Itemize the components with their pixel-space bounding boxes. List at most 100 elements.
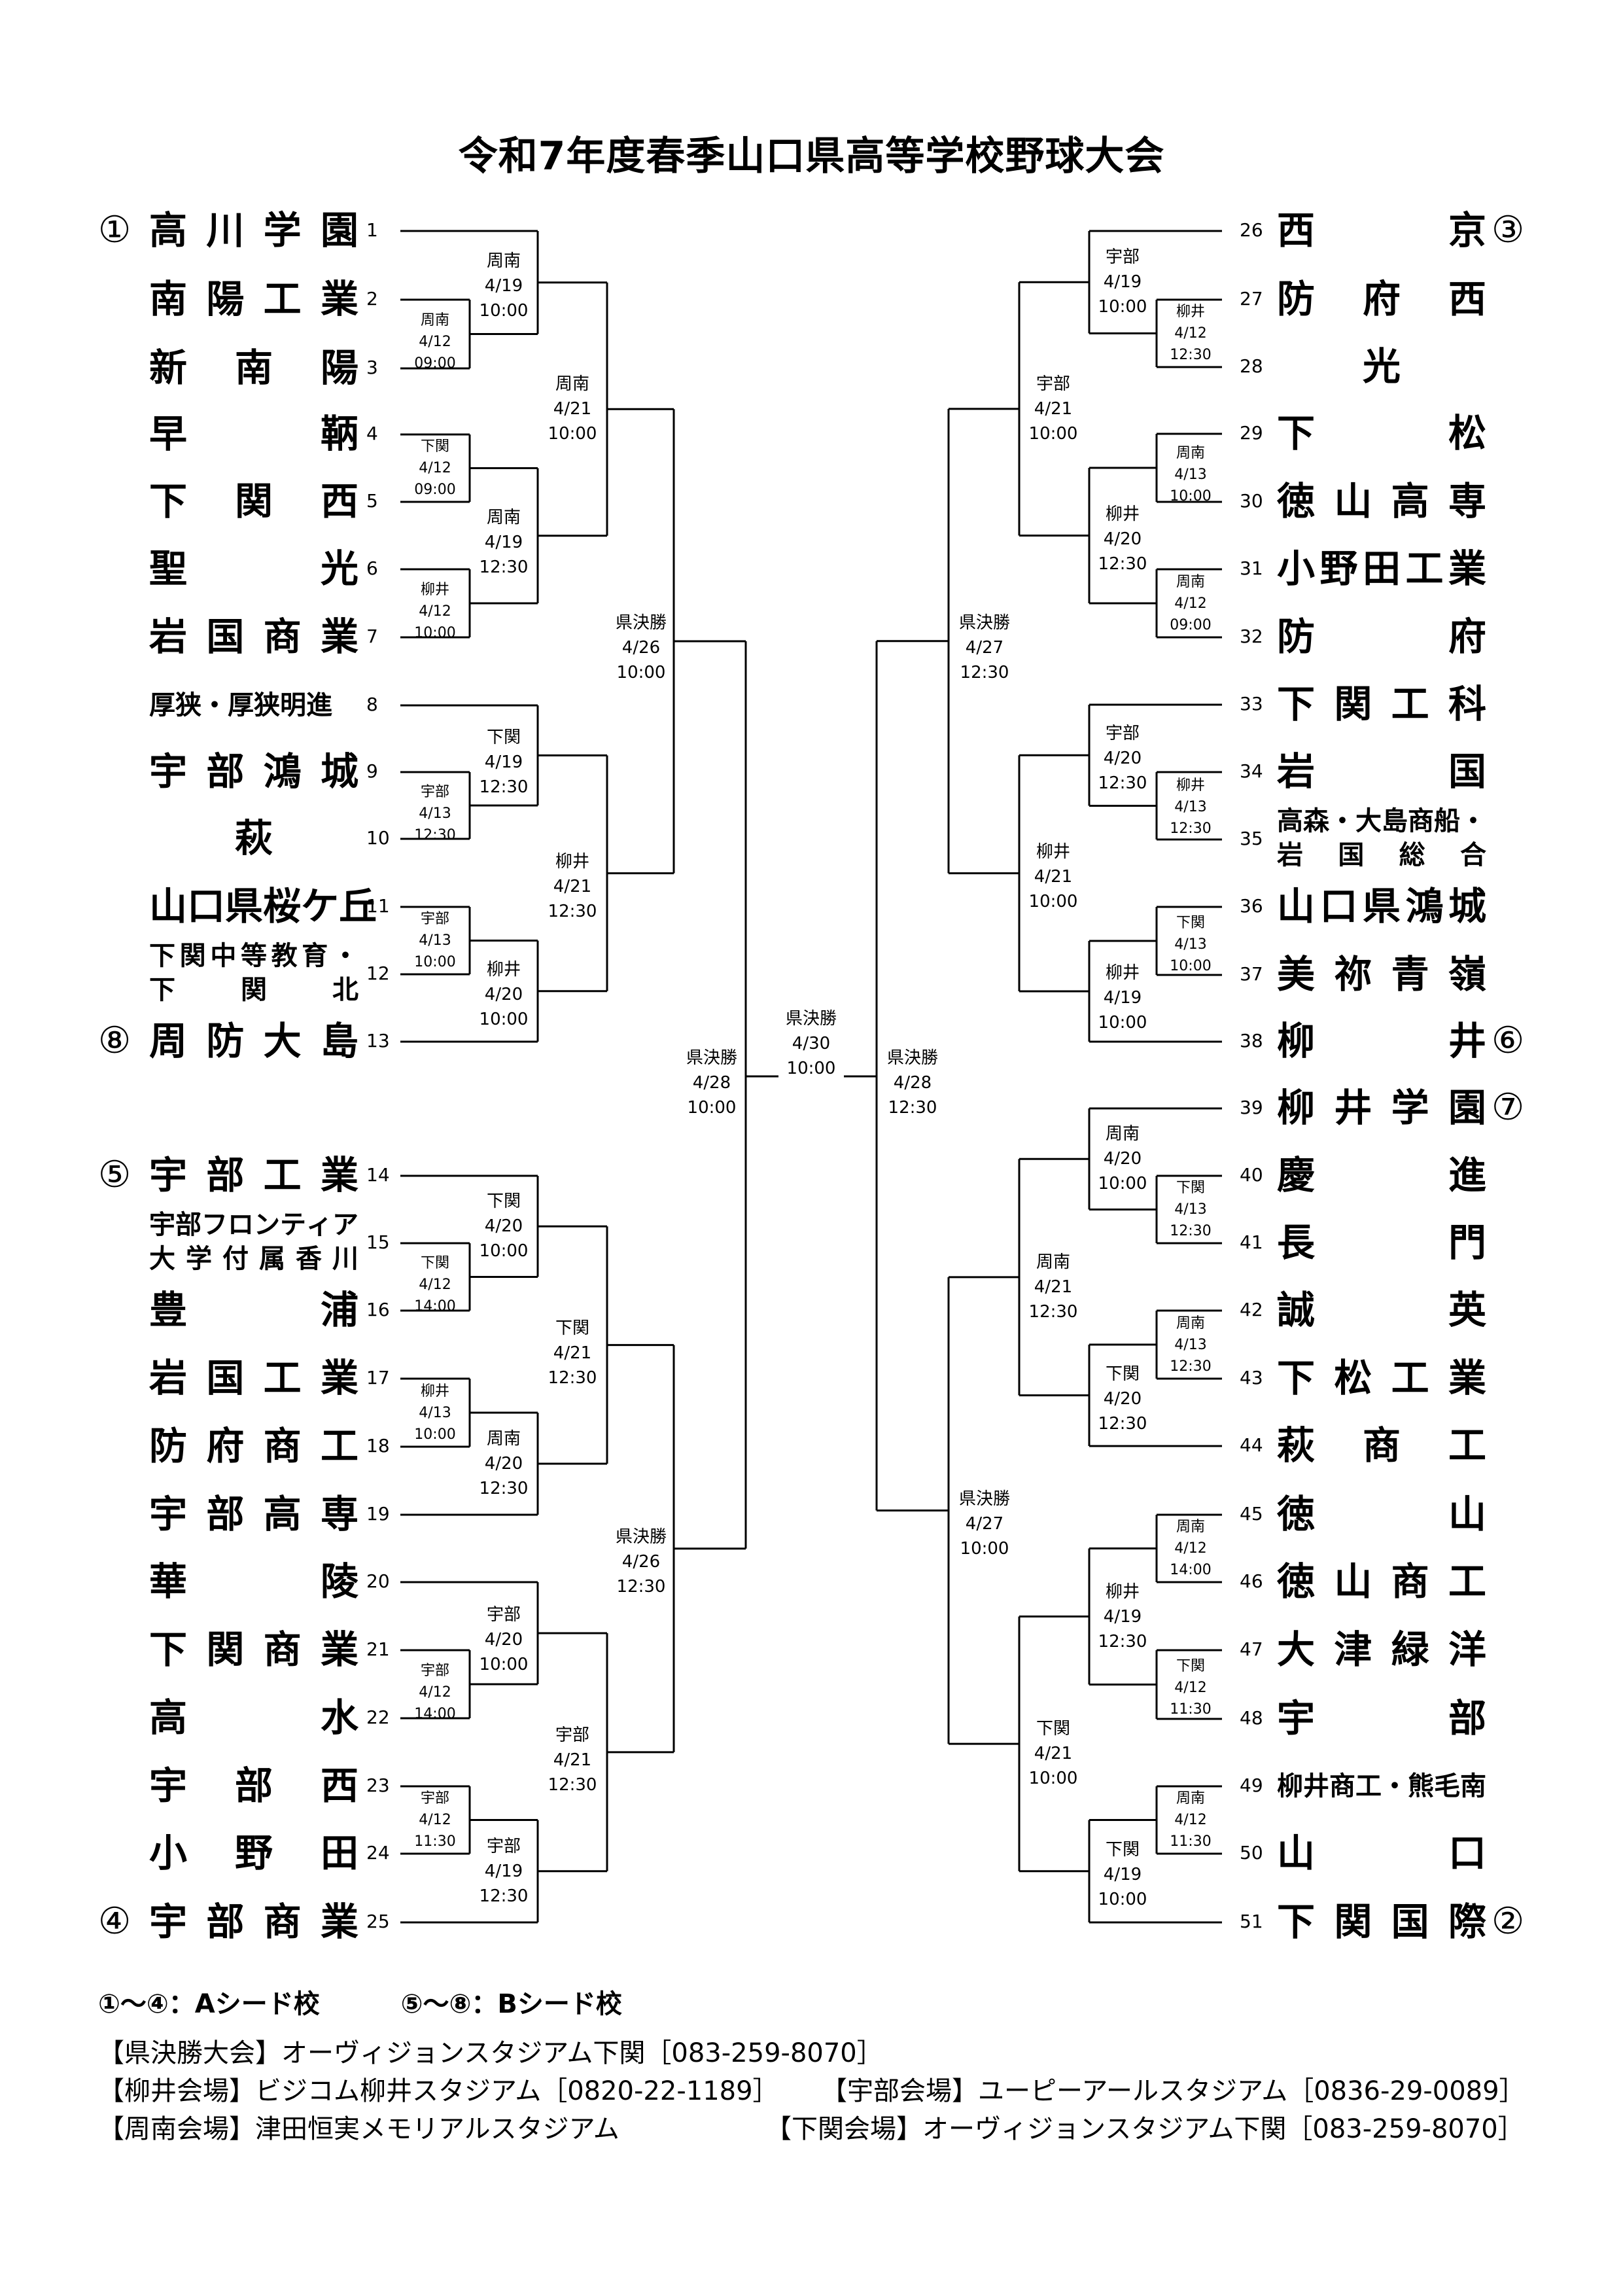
match-date: 4/20: [1103, 749, 1142, 769]
right-team-number: 40: [1240, 1164, 1263, 1186]
match-venue: 柳井: [486, 959, 521, 980]
match-date: 4/20: [1103, 1388, 1142, 1409]
match-date: 4/21: [553, 876, 592, 896]
match-time: 12:30: [888, 1098, 937, 1118]
seed-legend: ①～④：Aシード校 ⑤～⑧：Bシード校: [98, 1983, 694, 2021]
match-venue: 周南: [486, 251, 521, 271]
right-team-number: 36: [1240, 895, 1263, 917]
match-time: 12:30: [479, 777, 529, 797]
venue-final: 【県決勝大会】オーヴィジョンスタジアム下関［083-259-8070］: [98, 2038, 883, 2068]
match-date: 4/13: [419, 1404, 451, 1421]
right-team-number: 28: [1240, 355, 1263, 377]
match-time: 09:00: [414, 482, 456, 498]
match-date: 4/12: [419, 334, 451, 350]
match-date: 4/28: [692, 1073, 731, 1093]
match-venue: 柳井: [420, 581, 449, 598]
venue-shimonoseki: 【下関会場】オーヴィジョンスタジアム下関［083-259-8070］: [765, 2114, 1524, 2144]
left-team-name: 宇部フロンティア: [149, 1210, 358, 1240]
match-venue: 宇部: [555, 1725, 589, 1745]
venue-yanai: 【柳井会場】ビジコム柳井スタジアム［0820-22-1189］: [98, 2076, 779, 2106]
match-date: 4/12: [419, 603, 451, 620]
right-team-number: 50: [1240, 1842, 1263, 1863]
left-seed-mark: ⑧: [98, 1019, 131, 1062]
match-date: 4/21: [1034, 1277, 1073, 1297]
match-time: 09:00: [1170, 616, 1212, 633]
right-team-number: 45: [1240, 1503, 1263, 1525]
match-venue: 周南: [1105, 1124, 1140, 1144]
left-team-number: 10: [366, 827, 390, 849]
match-venue: 下関: [486, 1192, 521, 1212]
match-venue: 宇部: [1036, 374, 1070, 394]
right-team-number: 26: [1240, 219, 1263, 241]
match-date: 4/13: [1174, 466, 1207, 483]
match-time: 10:00: [960, 1538, 1009, 1559]
right-team-name: 光: [1362, 344, 1401, 389]
match-venue: 宇部: [1105, 724, 1140, 744]
right-team-name: 慶進: [1277, 1153, 1486, 1197]
match-time: 10:00: [1028, 423, 1078, 444]
right-team-number: 48: [1240, 1707, 1263, 1729]
match-date: 4/21: [553, 1750, 592, 1770]
right-team-number: 49: [1240, 1775, 1263, 1796]
right-team-number: 29: [1240, 422, 1263, 444]
left-team-number: 19: [366, 1503, 390, 1525]
left-team-number: 14: [366, 1164, 390, 1186]
match-venue: 下関: [420, 1255, 449, 1271]
match-date: 4/20: [484, 1630, 523, 1650]
left-team-name: 周防大島: [149, 1019, 358, 1063]
left-team-number: 1: [366, 219, 378, 241]
left-team-number: 25: [366, 1911, 390, 1932]
match-venue: 宇部: [486, 1836, 521, 1856]
left-team-name: 下関中等教育・: [149, 941, 358, 971]
match-venue: 宇部: [420, 1790, 449, 1807]
match-venue: 下関: [486, 727, 521, 747]
right-team-number: 39: [1240, 1097, 1263, 1118]
match-date: 4/19: [1103, 1864, 1142, 1884]
match-info: 県決勝 4/28 10:00: [672, 1046, 751, 1120]
right-team-number: 38: [1240, 1030, 1263, 1051]
left-team-name: 下関北: [149, 975, 358, 1005]
left-team-name: 防府商工: [149, 1424, 358, 1468]
left-team-number: 18: [366, 1435, 390, 1457]
match-date: 4/12: [1174, 1812, 1207, 1828]
right-seed-mark: ②: [1492, 1900, 1525, 1943]
match-time: 10:00: [414, 1426, 456, 1443]
left-team-number: 2: [366, 288, 378, 309]
match-venue: 下関: [1105, 1839, 1140, 1860]
left-team-number: 24: [366, 1842, 390, 1863]
right-team-name: 防府: [1277, 614, 1486, 659]
left-team-name: 厚狭・厚狭明進: [149, 690, 332, 720]
match-time: 09:00: [414, 355, 456, 372]
match-date: 4/19: [484, 1861, 523, 1881]
venue-ube: 【宇部会場】ユーピーアールスタジアム［0836-29-0089］: [821, 2076, 1526, 2106]
left-team-number: 9: [366, 760, 378, 782]
right-team-name: 高森・大島商船・: [1277, 806, 1486, 836]
match-venue: 県決勝: [686, 1048, 737, 1068]
match-time: 12:30: [479, 557, 529, 577]
match-time: 10:00: [1098, 297, 1147, 317]
venue-shunan: 【周南会場】津田恒実メモリアルスタジアム: [98, 2114, 620, 2144]
match-venue: 柳井: [1176, 304, 1205, 320]
left-team-name: 早鞆: [149, 412, 358, 456]
match-time: 12:30: [1028, 1301, 1078, 1322]
match-time: 10:00: [687, 1098, 737, 1118]
match-venue: 宇部: [486, 1605, 521, 1625]
match-time: 10:00: [786, 1059, 836, 1078]
right-team-name: 下関国際: [1277, 1899, 1486, 1944]
left-team-name: 宇部高専: [149, 1492, 358, 1536]
match-time: 10:00: [479, 1009, 529, 1029]
match-venue: 県決勝: [615, 1527, 667, 1547]
match-date: 4/19: [484, 752, 523, 772]
